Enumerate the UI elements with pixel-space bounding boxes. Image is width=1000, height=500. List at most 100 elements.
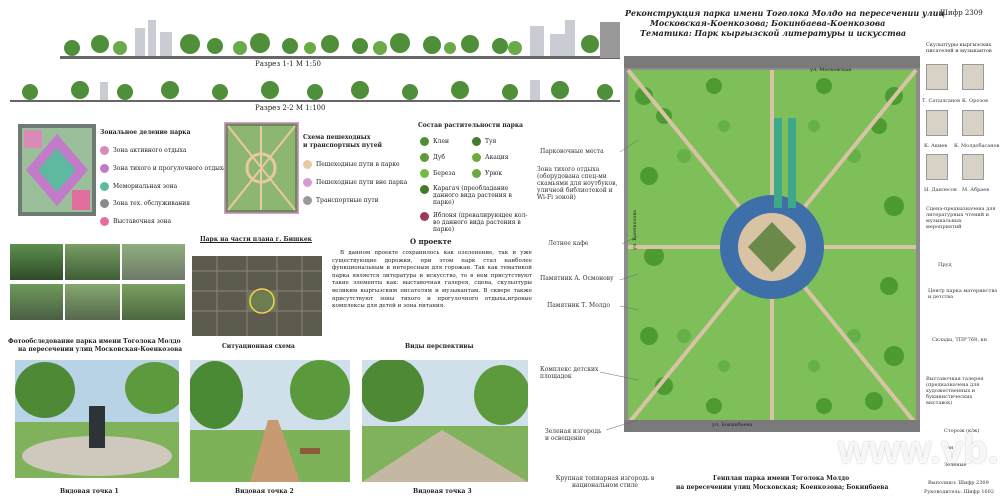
callout-playgrounds: Комплекс детских площадок <box>540 366 599 380</box>
tree-icon <box>420 153 429 162</box>
tree-icon <box>420 137 429 146</box>
tree-icon <box>472 153 481 162</box>
zone-swatch-icon <box>100 164 109 173</box>
path-swatch-icon <box>303 160 312 169</box>
portrait-image <box>926 64 948 90</box>
tree-icon <box>472 137 481 146</box>
callout-topiary: Крупная топиарная изгородь в национально… <box>555 475 655 489</box>
survey-photo <box>10 284 63 320</box>
perspectives-title: Виды перспективы <box>405 343 474 350</box>
viewpoint-2-caption: Видовая точка 2 <box>235 488 294 495</box>
viewpoint-1-caption: Видовая точка 1 <box>60 488 119 495</box>
footer-partial-2: Зелёные <box>944 462 967 468</box>
survey-photo <box>65 284 120 320</box>
portrait-name: К. Орозов <box>962 98 988 104</box>
path-swatch-icon <box>303 178 312 187</box>
paths-item-outer: Пешеходные пути вне парка <box>303 178 407 187</box>
callout-guard: Сторож (к/ж) <box>944 428 980 434</box>
title-line-2: Московская-Коенкозова; Бокинбаева-Коенко… <box>650 18 886 28</box>
paths-item-transport: Транспортные пути <box>303 196 379 205</box>
vegetation-title: Состав растительности парка <box>418 122 524 129</box>
zone-swatch-icon <box>100 146 109 155</box>
viewpoint-2-render <box>190 360 350 482</box>
zoning-item-quiet: Зона тихого и прогулочного отдыха <box>100 164 227 173</box>
callout-warehouse: Склады, ТПР'768, кн <box>932 337 987 343</box>
tree-icon <box>472 169 481 178</box>
zoning-item-memorial: Мемориальная зона <box>100 182 177 191</box>
plan-caption-1: Генплан парка имени Тоголока Молдо <box>713 475 850 482</box>
zoning-item-service: Зона тех. обслуживания <box>100 199 190 208</box>
veg-item-maple: Клен <box>420 137 449 146</box>
plan-caption-2: на пересечении улиц Московская; Коенкозо… <box>676 484 889 491</box>
section-1-1-caption: Разрез 1-1 М 1:50 <box>255 60 321 68</box>
callout-quiet-zone: Зона тихого отдыха (оборудована спец-ми … <box>537 166 618 201</box>
footer-performer: Выполнил: Шифр 2309 <box>928 480 989 486</box>
paths-title-1: Схема пешеходных <box>303 134 371 141</box>
section-2-2-drawing <box>10 80 620 102</box>
zoning-item-active: Зона активного отдыха <box>100 146 187 155</box>
callout-pond: Пруд <box>938 262 952 268</box>
zoning-title: Зональное деление парка <box>100 129 191 136</box>
path-swatch-icon <box>303 196 312 205</box>
veg-item-thuja: Туя <box>472 137 496 146</box>
tree-icon <box>420 212 429 221</box>
title-line-1: Реконструкция парка имени Тоголока Молдо… <box>625 8 945 18</box>
tree-icon <box>420 185 429 194</box>
callout-leader-lines <box>599 140 639 431</box>
survey-photo <box>122 244 185 280</box>
zone-swatch-icon <box>100 199 109 208</box>
paths-item-inner: Пешеходные пути в парке <box>303 160 400 169</box>
portrait-image <box>962 154 984 180</box>
viewpoint-1-render <box>15 360 179 478</box>
portrait-name: Т. Сатылганов <box>922 98 961 104</box>
portrait-image <box>962 64 984 90</box>
paths-map <box>224 122 299 214</box>
zoning-map <box>18 124 96 216</box>
veg-item-apple: Яблоня (превалирующее кол-во данного вид… <box>420 212 532 233</box>
veg-item-apricot: Урюк <box>472 169 502 178</box>
tree-icon <box>420 169 429 178</box>
street-label-top: ул. Московская <box>810 67 852 73</box>
city-plan-map <box>192 256 322 336</box>
zone-swatch-icon <box>100 217 109 226</box>
callout-hedge-lighting: Зеленая изгородь и освещение <box>545 428 602 442</box>
viewpoint-3-caption: Видовая точка 3 <box>413 488 472 495</box>
city-plan-title: Парк на части плана г. Бишкек <box>200 236 312 243</box>
footer-supervisor: Руководитель: Шифр 1602 <box>924 489 995 495</box>
watermark: www.vb.kg <box>838 428 1000 472</box>
portrait-name: М. Абраев <box>962 187 990 193</box>
situation-caption: Ситуационная схема <box>222 343 295 350</box>
survey-caption-2: на пересечении улиц Московская-Коенкозов… <box>18 346 183 353</box>
callout-mother-child-center: Центр парка материнства и детства <box>928 288 998 300</box>
veg-item-oak: Дуб <box>420 153 445 162</box>
callout-summer-cafe: Летнее кафе <box>548 240 589 247</box>
survey-photo <box>10 244 63 280</box>
title-line-3: Тематика: Парк кыргызской литературы и и… <box>640 28 907 38</box>
about-text: В данном проекте сохранилось как озелене… <box>332 250 532 310</box>
survey-photo <box>65 244 120 280</box>
cipher-code: Шифр 2309 <box>940 9 983 17</box>
sculptures-title: Скульптуры кыргызских писателей и музыка… <box>926 42 992 54</box>
portrait-name: К. Акиев <box>924 143 948 149</box>
zone-swatch-icon <box>100 182 109 191</box>
master-plan <box>624 56 920 432</box>
portrait-name: К. Молдобасанов <box>954 143 1000 149</box>
callout-monument-moldo: Памятник Т. Молдо <box>547 302 610 309</box>
paths-title-2: и транспортных путей <box>303 142 382 149</box>
about-title: О проекте <box>410 237 452 246</box>
portrait-name: Н. Данлесов <box>924 187 957 193</box>
street-label-bottom: ул. Бокинбаева <box>712 422 753 428</box>
footer-partial-1: Зон <box>944 445 954 451</box>
viewpoint-3-render <box>362 360 528 482</box>
section-1-1-drawing <box>60 20 620 59</box>
section-2-2-caption: Разрез 2-2 М 1:100 <box>255 104 326 112</box>
portrait-image <box>962 110 984 136</box>
callout-parking: Парковочные места <box>540 148 604 155</box>
veg-item-acacia: Акация <box>472 153 509 162</box>
callout-monument-osmonov: Памятник А. Осмонову <box>540 275 614 282</box>
zoning-item-exhibition: Выставочная зона <box>100 217 171 226</box>
callout-stage: Сцена-предназначена для литературных чте… <box>926 206 996 230</box>
callout-gallery: Выставочная галерея (предназначена для х… <box>926 376 984 406</box>
veg-item-elm: Карагач (преобладание данного вида расте… <box>420 185 532 206</box>
portrait-image <box>926 110 948 136</box>
